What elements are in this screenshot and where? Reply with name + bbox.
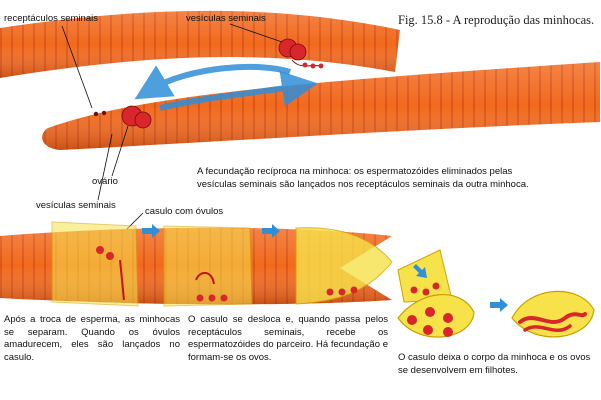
- flow-arrows: [142, 224, 508, 312]
- caption-step-1: Após a troca de esperma, as minhocas se …: [4, 314, 180, 363]
- cocoon-band-1: [51, 221, 139, 307]
- cocoon-with-young: [511, 290, 595, 338]
- worm-lower: [42, 62, 600, 150]
- caption-step-2: O casulo se desloca e, quando passa pelo…: [188, 314, 388, 363]
- label-cocoon-with-ova: casulo com óvulos: [145, 206, 224, 217]
- cocoon-band-2: [163, 225, 253, 307]
- cocoon-with-eggs: [397, 293, 475, 338]
- caption-reciprocal-fertilization: A fecundação recíproca na minhoca: os es…: [197, 166, 529, 190]
- caption-step-3: O casulo deixa o corpo da minhoca e os o…: [398, 352, 591, 376]
- leader-lines-top: [61, 23, 283, 231]
- label-seminal-vesicles-bottom: vesículas seminais: [36, 200, 116, 211]
- ovary-organ: [93, 105, 152, 129]
- exchange-arrows: [134, 63, 318, 111]
- label-seminal-vesicles-top: vesículas seminais: [186, 13, 266, 24]
- worm-upper: [0, 10, 400, 78]
- cocoon-band-3: [295, 227, 393, 305]
- label-seminal-receptacles: receptáculos seminais: [4, 13, 98, 24]
- label-ovary: ovário: [92, 176, 118, 187]
- seminal-vesicles-top: [278, 38, 324, 69]
- figure-title: Fig. 15.8 - A reprodução das minhocas.: [398, 13, 595, 27]
